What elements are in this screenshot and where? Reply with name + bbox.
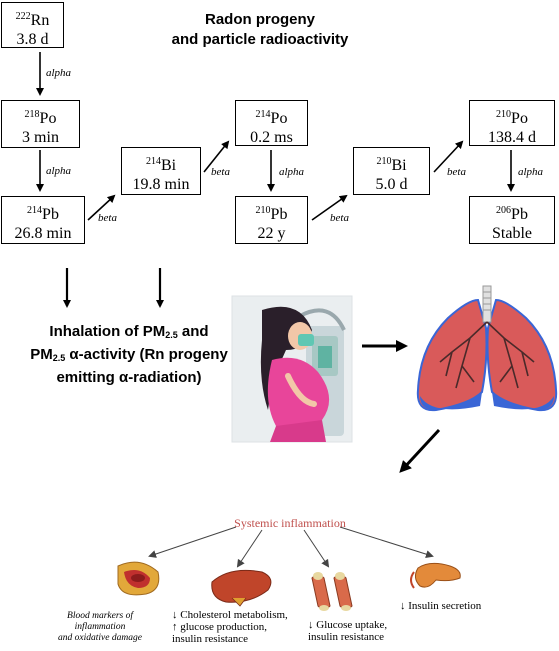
half-life: 22 y: [257, 225, 286, 242]
half-life: 19.8 min: [132, 176, 190, 193]
half-life: 26.8 min: [14, 225, 72, 242]
decay-arrow: [87, 194, 116, 221]
decay-arrow: [311, 194, 348, 221]
pancreas-icon: [410, 562, 461, 589]
nuclide-box-pb206: 206Pb Stable: [469, 196, 555, 244]
decay-label-alpha: alpha: [46, 67, 72, 79]
inhalation-line-2: PM2.5 α-activity (Rn progeny: [30, 346, 228, 363]
half-life: 3 min: [22, 129, 59, 146]
nuclide-box-pb214: 214Pb 26.8 min: [1, 196, 85, 244]
inflammation-arrow: [303, 529, 330, 568]
pregnant-woman-icon: [231, 295, 353, 443]
decay-label-beta: beta: [447, 166, 466, 178]
liver-icon: [211, 569, 272, 607]
nuclide-box-rn222: 222Rn 3.8 d: [1, 2, 64, 48]
nuclide-box-pb210: 210Pb 22 y: [235, 196, 308, 244]
decay-arrow: [203, 140, 230, 173]
half-life: 138.4 d: [488, 129, 536, 146]
inhalation-line-3: emitting α-radiation): [56, 369, 202, 386]
systemic-inflammation-title: Systemic inflammation: [234, 516, 346, 530]
decay-label-alpha: alpha: [279, 166, 305, 178]
nuclide-symbol: 214Po: [255, 109, 288, 127]
lungs-icon: [416, 285, 558, 412]
half-life: Stable: [492, 225, 532, 242]
nuclide-symbol: 210Pb: [255, 205, 288, 223]
outcome-pancreas: ↓ Insulin secretion: [400, 600, 482, 612]
nuclide-symbol: 222Rn: [15, 11, 50, 29]
nuclide-box-po218: 218Po 3 min: [1, 100, 80, 148]
nuclide-symbol: 218Po: [24, 109, 57, 127]
decay-label-alpha: alpha: [518, 166, 544, 178]
nuclide-symbol: 206Pb: [496, 205, 528, 223]
arrow-from-lungs: [399, 428, 441, 473]
decay-arrow: [433, 140, 464, 173]
half-life: 3.8 d: [16, 31, 49, 48]
inhalation-text: Inhalation of PM2.5 and PM2.5 α-activity…: [14, 322, 244, 388]
inhalation-line-1: Inhalation of PM2.5 and: [49, 323, 209, 340]
nuclide-box-bi214: 214Bi 19.8 min: [121, 147, 201, 195]
nuclide-box-bi210: 210Bi 5.0 d: [353, 147, 430, 195]
muscle-icon: [311, 572, 353, 611]
decay-label-alpha: alpha: [46, 165, 72, 177]
nuclide-symbol: 214Bi: [145, 156, 177, 174]
inflammation-arrow: [339, 526, 434, 559]
title-line-1: Radon progeny: [204, 11, 315, 28]
inflammation-arrow: [236, 529, 263, 568]
title-line-2: and particle radioactivity: [171, 31, 349, 48]
nuclide-symbol: 210Po: [496, 109, 528, 127]
half-life: 0.2 ms: [250, 129, 293, 146]
decay-label-beta: beta: [330, 212, 349, 224]
nuclide-symbol: 214Pb: [27, 205, 59, 223]
blood-vessel-icon: [117, 561, 160, 596]
nuclide-box-po210: 210Po 138.4 d: [469, 100, 555, 146]
diagram-title: Radon progeny and particle radioactivity: [140, 10, 380, 50]
outcome-muscle: ↓ Glucose uptake, insulin resistance: [308, 619, 388, 643]
decay-label-beta: beta: [98, 212, 117, 224]
inflammation-arrow: [148, 526, 237, 558]
decay-label-beta: beta: [211, 166, 230, 178]
outcome-blood-markers: Blood markers of inflammation and oxidat…: [58, 611, 142, 643]
half-life: 5.0 d: [375, 176, 408, 193]
outcome-liver: ↓ Cholesterol metabolism, ↑ glucose prod…: [172, 609, 288, 645]
nuclide-box-po214: 214Po 0.2 ms: [235, 100, 308, 146]
nuclide-symbol: 210Bi: [376, 156, 407, 174]
